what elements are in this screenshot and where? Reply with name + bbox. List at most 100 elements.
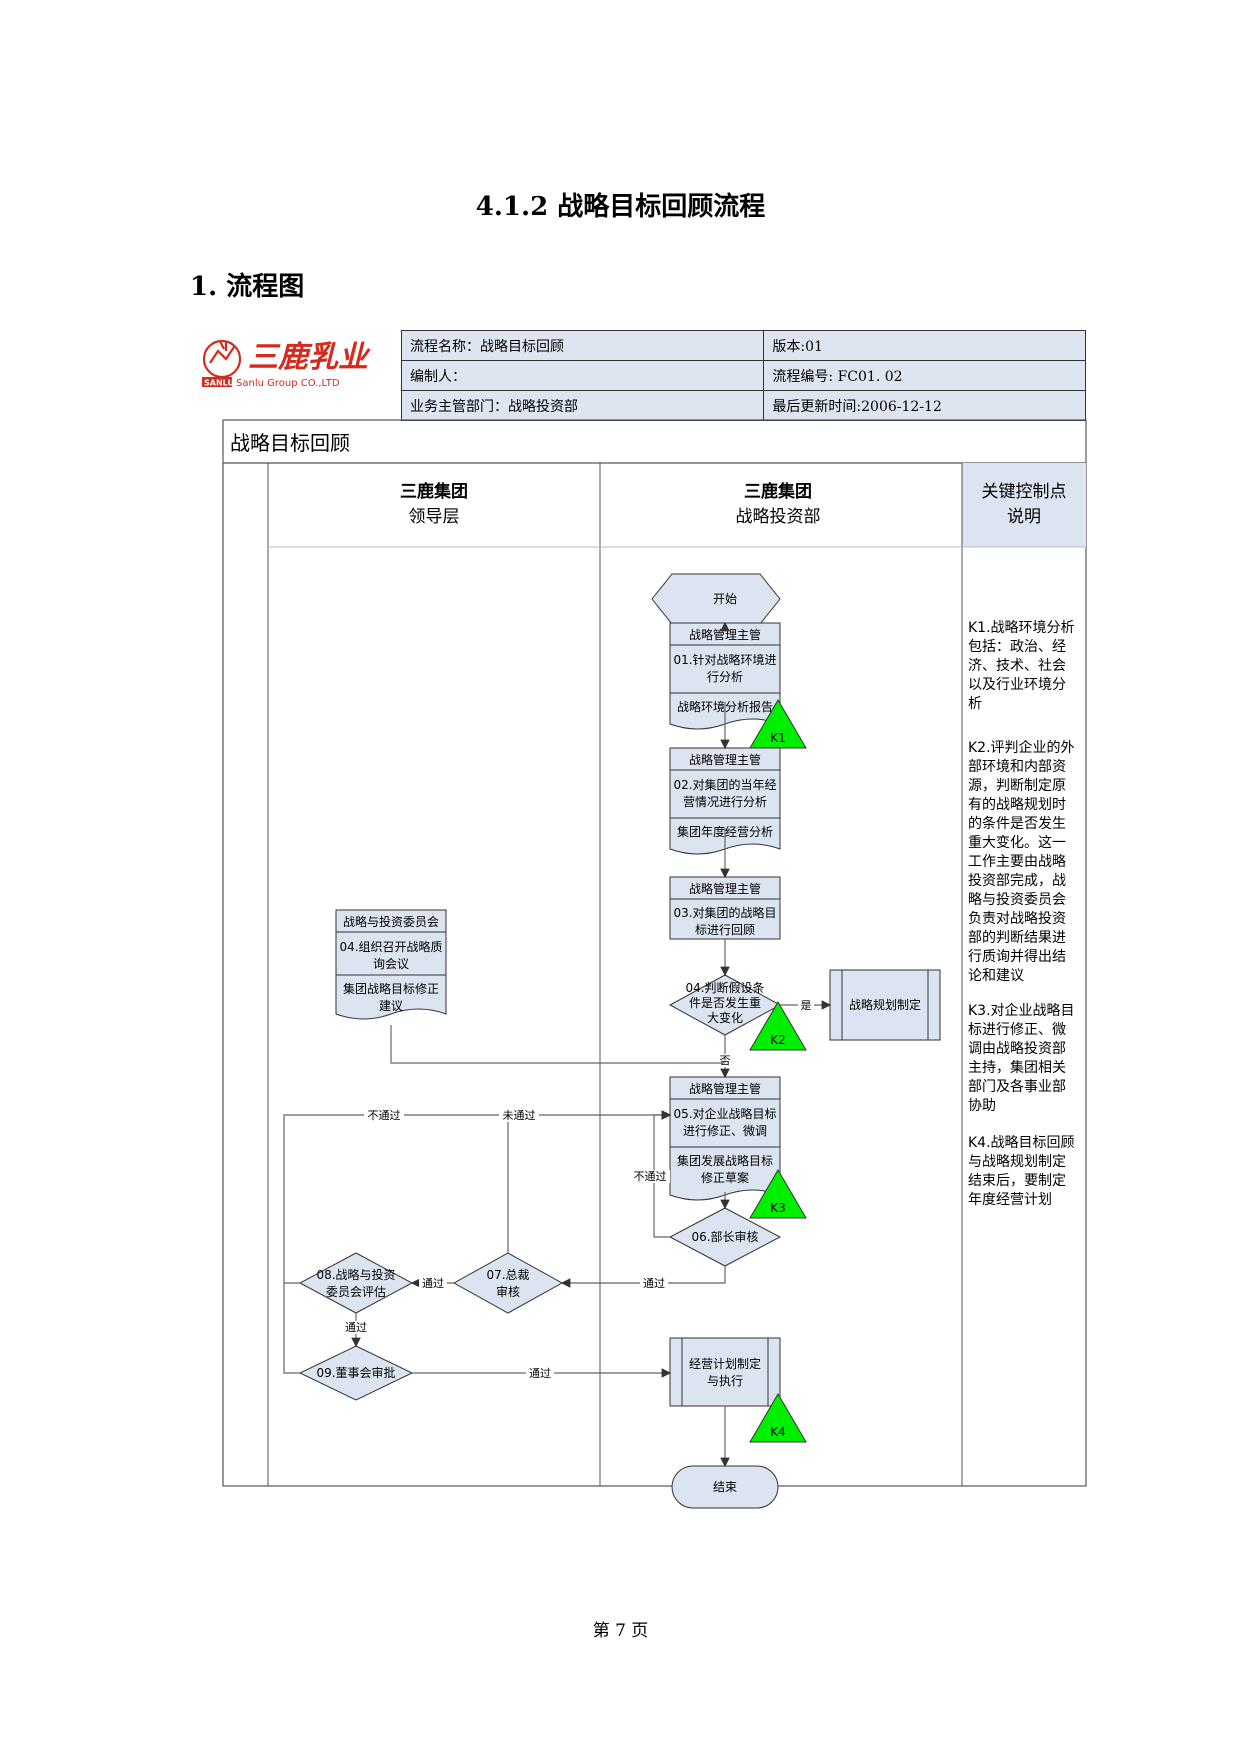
step-role: 战略管理主管 xyxy=(689,1081,761,1096)
kpoint-note: 结束后，要制定 xyxy=(968,1173,1066,1189)
kpoint-note: 年度经营计划 xyxy=(968,1192,1052,1208)
decision-04-label: 大变化 xyxy=(707,1010,743,1025)
end-label: 结束 xyxy=(713,1480,737,1494)
kpoint-note: 重大变化。这一 xyxy=(968,834,1066,851)
step-output: 建议 xyxy=(379,999,403,1013)
svg-text:Sanlu Group CO.,LTD: Sanlu Group CO.,LTD xyxy=(236,378,340,389)
kpoint-k1-label: K1 xyxy=(770,731,786,745)
step-task: 02.对集团的当年经 xyxy=(673,777,776,792)
company-logo: 三鹿乳业 SANLU Sanlu Group CO.,LTD xyxy=(196,333,384,391)
step-task: 询会议 xyxy=(373,957,409,971)
kpoint-note: 论和建议 xyxy=(968,968,1024,984)
kpoint-note: K2.评判企业的外 xyxy=(968,739,1075,756)
decision-09-label: 09.董事会审批 xyxy=(316,1365,395,1380)
label-pass: 通过 xyxy=(345,1321,367,1334)
decision-09 xyxy=(298,1345,414,1401)
step-04-box xyxy=(335,909,447,1020)
step-role: 战略管理主管 xyxy=(689,881,761,896)
decision-07-label: 审核 xyxy=(496,1284,520,1299)
decision-08-label: 委员会评估 xyxy=(326,1285,386,1299)
kpoint-note: 析 xyxy=(968,696,982,712)
process-version: 版本:01 xyxy=(763,330,1086,361)
kpoint-note: 与战略规划制定 xyxy=(968,1154,1066,1170)
step-output: 集团战略目标修正 xyxy=(343,981,439,996)
section-heading: 1. 流程图 xyxy=(190,272,305,302)
kpoint-note: K3.对企业战略目 xyxy=(968,1002,1075,1019)
step-task: 行分析 xyxy=(707,670,743,684)
kpoint-note: K1.战略环境分析 xyxy=(968,620,1075,636)
kpoint-k3-label: K3 xyxy=(770,1201,786,1215)
kpoint-note: 负责对战略投资 xyxy=(968,911,1066,927)
decision-08 xyxy=(298,1252,414,1314)
label-yes: 是 xyxy=(801,999,812,1012)
lane-title: 三鹿集团 xyxy=(744,481,812,502)
kpoint-k1 xyxy=(749,699,807,749)
step-task: 04.组织召开战略质 xyxy=(339,939,442,954)
step-task: 营情况进行分析 xyxy=(683,795,767,809)
kpoint-note: 的条件是否发生 xyxy=(968,815,1066,832)
process-code: 流程编号: FC01. 02 xyxy=(763,360,1086,391)
planning-box xyxy=(829,969,941,1041)
label-no: 否 xyxy=(720,1054,731,1067)
kpoint-k2-label: K2 xyxy=(770,1033,786,1047)
step-task: 进行修正、微调 xyxy=(683,1123,767,1138)
connector-line xyxy=(283,1283,300,1374)
kpoint-note: 协助 xyxy=(968,1098,996,1114)
kpoint-note: K4.战略目标回顾 xyxy=(968,1135,1075,1151)
kpoint-note: 工作主要由战略 xyxy=(968,854,1066,870)
label-pass: 通过 xyxy=(643,1277,665,1290)
decision-06-label: 06.部长审核 xyxy=(691,1229,758,1244)
decision-04-label: 04.判断假设条 xyxy=(685,980,764,995)
kpoint-note: 调由战略投资部 xyxy=(968,1041,1066,1057)
start-label: 开始 xyxy=(713,592,737,606)
svg-text:三鹿乳业: 三鹿乳业 xyxy=(248,340,371,375)
execution-box xyxy=(669,1337,781,1407)
step-role: 战略与投资委员会 xyxy=(343,914,439,929)
kpoint-note: 部门及各事业部 xyxy=(968,1079,1066,1095)
decision-07 xyxy=(452,1252,564,1314)
step-03-box xyxy=(669,876,781,940)
connector-line xyxy=(283,1110,672,1284)
label-fail: 不通过 xyxy=(368,1109,401,1122)
label-pass: 通过 xyxy=(529,1367,551,1380)
lane-title: 三鹿集团 xyxy=(400,481,468,502)
kpoint-note: 源，判断制定原 xyxy=(968,778,1066,794)
kpoint-note: 投资部完成，战 xyxy=(968,873,1066,889)
label-pass: 通过 xyxy=(422,1277,444,1290)
kpoint-note: 济、技术、社会 xyxy=(968,658,1066,674)
step-role: 战略管理主管 xyxy=(689,752,761,767)
kpoint-header-bg xyxy=(962,463,1086,547)
process-name: 流程名称：战略目标回顾 xyxy=(400,330,765,361)
lane-subtitle: 战略投资部 xyxy=(736,507,821,527)
decision-07-label: 07.总裁 xyxy=(486,1268,529,1282)
kpoint-k2 xyxy=(749,1001,807,1051)
process-dept: 业务主管部门：战略投资部 xyxy=(400,390,765,421)
page-title: 4.1.2 战略目标回顾流程 xyxy=(475,192,766,222)
step-task: 03.对集团的战略目 xyxy=(673,905,776,920)
connector-line xyxy=(560,1266,726,1288)
kpoint-k4-label: K4 xyxy=(770,1425,786,1439)
step-task: 01.针对战略环境进 xyxy=(673,652,776,667)
step-task: 标进行回顾 xyxy=(695,923,755,937)
kpoint-k3 xyxy=(749,1169,807,1219)
kpoint-note: 包括：政治、经 xyxy=(968,639,1066,655)
execution-label: 与执行 xyxy=(707,1374,743,1388)
decision-08-label: 08.战略与投资 xyxy=(316,1267,395,1282)
connector-line xyxy=(390,1025,725,1064)
step-output: 修正草案 xyxy=(701,1170,749,1185)
page-footer: 第 7 页 xyxy=(592,1621,649,1641)
kpoint-note: 主持，集团相关 xyxy=(968,1059,1066,1076)
kpoint-note: 以及行业环境分 xyxy=(968,677,1066,693)
execution-label: 经营计划制定 xyxy=(689,1356,761,1371)
step-role: 战略管理主管 xyxy=(689,627,761,642)
process-info-table: 流程名称：战略目标回顾 版本:01 编制人： 流程编号: FC01. 02 业务… xyxy=(400,330,1086,421)
kpoint-k4 xyxy=(749,1393,807,1443)
planning-label: 战略规划制定 xyxy=(849,997,921,1012)
diagram-title: 战略目标回顾 xyxy=(230,431,350,455)
kpoint-note: 部的判断结果进 xyxy=(968,930,1066,946)
process-updated: 最后更新时间:2006-12-12 xyxy=(763,390,1086,421)
decision-04-label: 件是否发生重 xyxy=(689,995,761,1010)
step-task: 05.对企业战略目标 xyxy=(673,1106,776,1121)
diagram-frame xyxy=(222,419,1087,1487)
